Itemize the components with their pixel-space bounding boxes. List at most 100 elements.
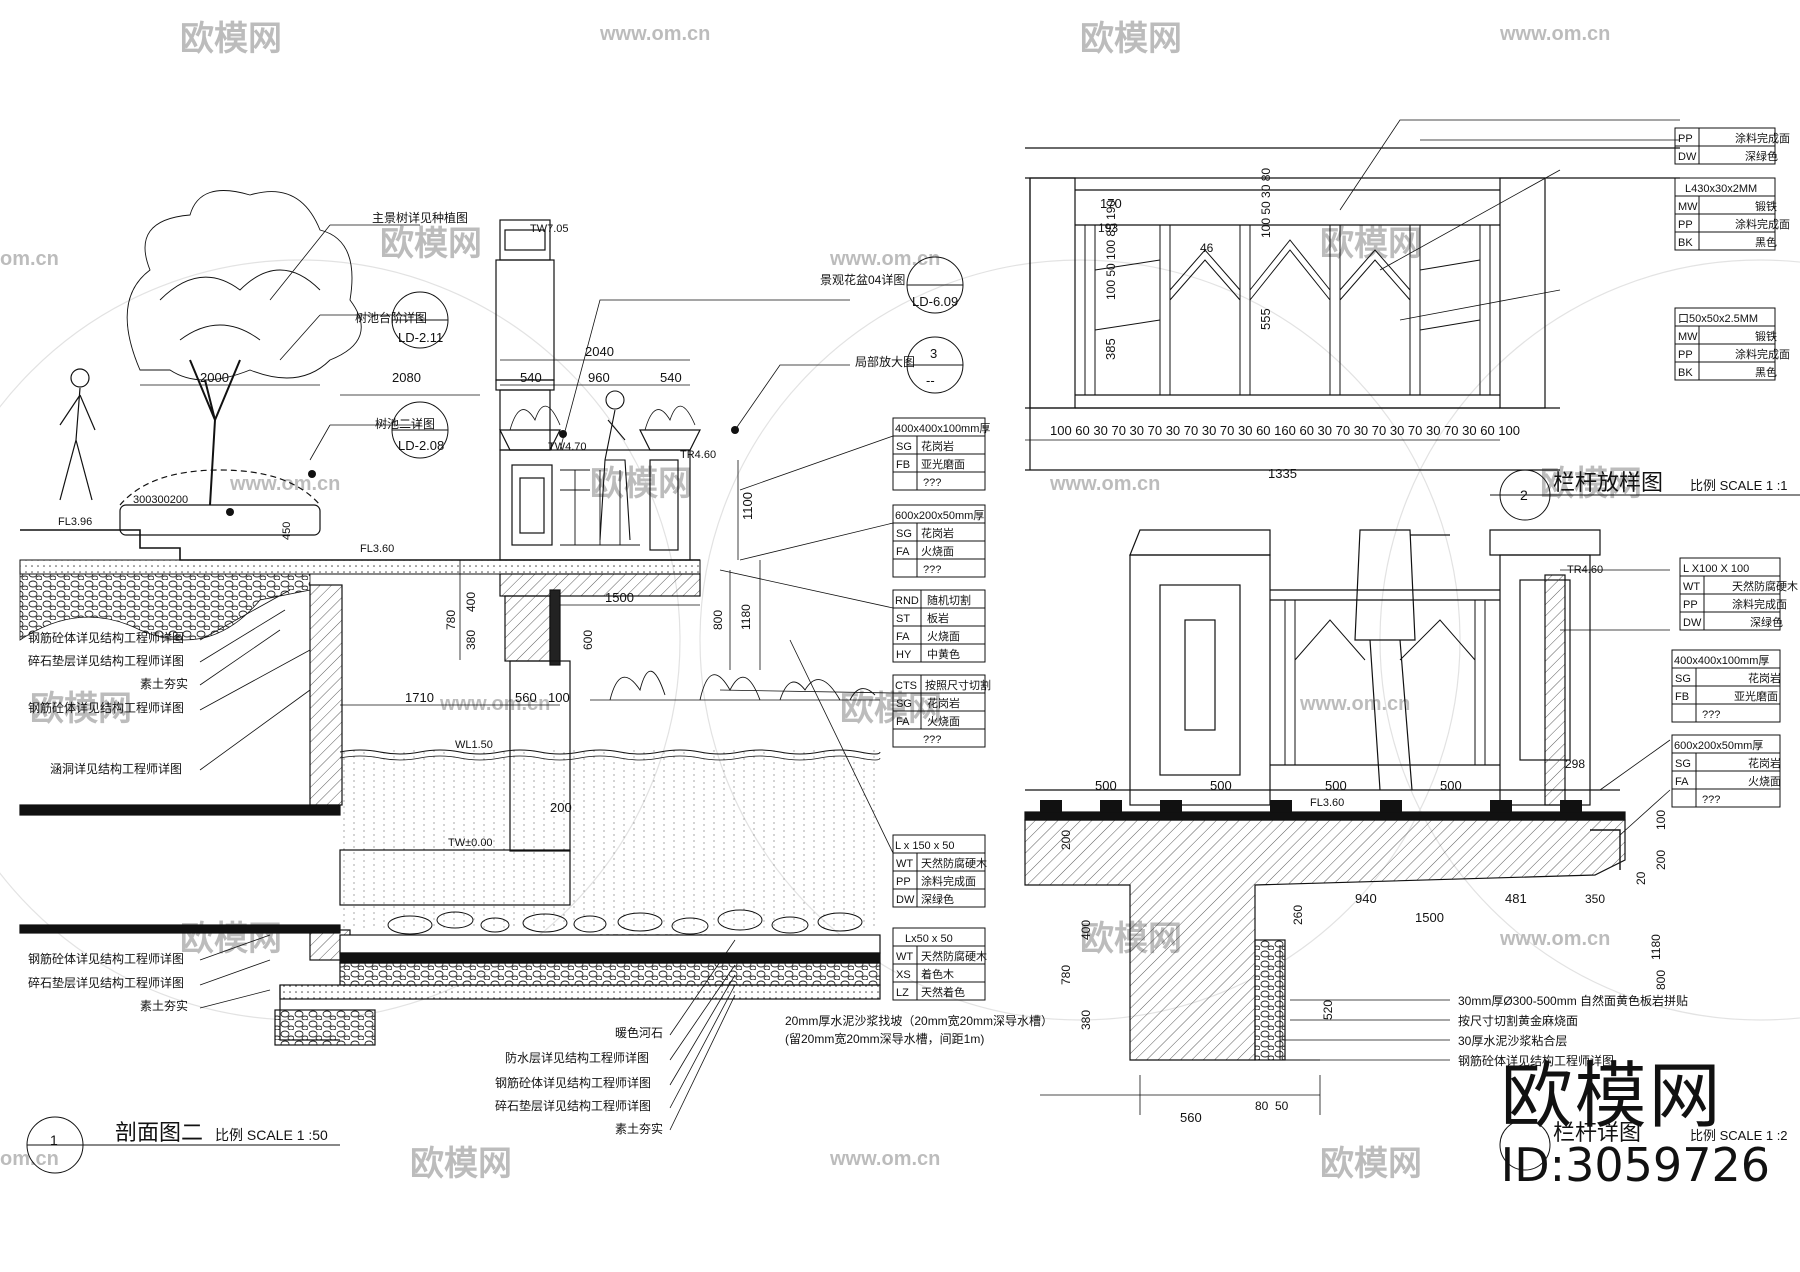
dim-1500: 1500	[605, 590, 634, 605]
railing-dim-555: 555	[1258, 308, 1273, 330]
svg-text:花岗岩: 花岗岩	[927, 696, 960, 710]
section2-title: 剖面图二	[115, 1120, 203, 1145]
svg-text:DW: DW	[896, 894, 915, 906]
ref-detail-num: 3	[930, 346, 937, 361]
railing-section	[1024, 529, 1671, 1171]
watermark-logo: 欧模网	[380, 225, 482, 263]
svg-text:ST: ST	[896, 613, 910, 625]
rs-d298: 298	[1565, 757, 1585, 771]
svg-text:锻铁: 锻铁	[1755, 329, 1777, 343]
brand-id: ID:3059726	[1500, 1138, 1770, 1192]
svg-text:板岩: 板岩	[927, 611, 949, 625]
rs-d380: 380	[1079, 1010, 1093, 1030]
rs-note-1: 30mm厚Ø300-500mm 自然面黄色板岩拼贴	[1458, 993, 1688, 1008]
label-soil4: 素土夯实	[615, 1121, 663, 1136]
ref-tree-pool: LD-2.08	[398, 438, 444, 453]
svg-text:涂料完成面: 涂料完成面	[1732, 597, 1787, 611]
rs-d100: 100	[1654, 810, 1668, 830]
label-tree-step: 树池台阶详图	[355, 310, 427, 325]
watermark-logo: 欧模网	[590, 465, 692, 503]
svg-text:XS: XS	[896, 969, 911, 981]
label-waterproof: 防水层详见结构工程师详图	[505, 1050, 649, 1065]
svg-text:中黄色: 中黄色	[927, 647, 960, 661]
dim-380: 380	[464, 630, 478, 650]
rs-d500c: 500	[1325, 778, 1347, 793]
svg-text:花岗岩: 花岗岩	[921, 439, 954, 453]
svg-text:涂料完成面: 涂料完成面	[921, 874, 976, 888]
elev-tw705: TW7.05	[530, 223, 569, 235]
dim-560: 560	[515, 690, 537, 705]
elev-fl360: FL3.60	[360, 543, 394, 555]
slope-note-1: 20mm厚水泥沙浆找坡（20mm宽20mm深导水槽）	[785, 1013, 1053, 1028]
watermark-logo: 欧模网	[1320, 1145, 1422, 1183]
dim-780: 780	[444, 610, 458, 630]
svg-text:火烧面: 火烧面	[921, 545, 954, 558]
svg-text:PP: PP	[896, 876, 911, 888]
rs-d481: 481	[1505, 891, 1527, 906]
svg-text:花岗岩: 花岗岩	[1748, 756, 1781, 770]
svg-text:L x 150 x 50: L x 150 x 50	[895, 840, 955, 852]
label-rebar2: 钢筋砼体详见结构工程师详图	[28, 700, 184, 715]
brand-logo: 欧模网	[1500, 1054, 1723, 1138]
elev-fl396: FL3.96	[58, 516, 92, 528]
svg-text:口50x50x2.5MM: 口50x50x2.5MM	[1678, 313, 1758, 325]
railing-dims-bottom: 100 60 30 70 30 70 30 70 30 70 30 60 160…	[1050, 423, 1520, 438]
svg-text:Lx50 x 50: Lx50 x 50	[905, 933, 953, 945]
rs-d200: 200	[1059, 830, 1073, 850]
section2-number: 1	[50, 1132, 58, 1148]
svg-text:BK: BK	[1678, 237, 1693, 249]
svg-text:400x400x100mm厚: 400x400x100mm厚	[1674, 654, 1769, 667]
svg-text:PP: PP	[1678, 133, 1693, 145]
svg-text:亚光磨面: 亚光磨面	[1734, 689, 1778, 703]
railing-elevation	[1025, 119, 1800, 521]
svg-text:亚光磨面: 亚光磨面	[921, 457, 965, 471]
watermark-logo: 欧模网	[180, 20, 282, 58]
svg-text:600x200x50mm厚: 600x200x50mm厚	[895, 509, 984, 522]
svg-text:DW: DW	[1678, 151, 1697, 163]
svg-text:火烧面: 火烧面	[1748, 775, 1781, 788]
railing-dim-1335: 1335	[1268, 466, 1297, 481]
svg-text:天然防腐硬木: 天然防腐硬木	[921, 949, 987, 963]
svg-text:FB: FB	[896, 459, 910, 471]
elev-wl150: WL1.50	[455, 739, 493, 751]
railing-elevation-text: 100 60 30 70 30 70 30 70 30 70 30 60 160…	[1050, 127, 1790, 503]
rs-d200b: 200	[1654, 850, 1668, 870]
watermark-url: om.cn	[0, 248, 59, 270]
dim-2000: 2000	[200, 370, 229, 385]
watermark-url: www.om.cn	[1049, 473, 1160, 495]
svg-text:着色木: 着色木	[921, 967, 954, 981]
svg-text:火烧面: 火烧面	[927, 715, 960, 728]
watermark-layer: 欧模网 欧模网 欧模网 欧模网 欧模网 欧模网 欧模网 欧模网 欧模网 欧模网 …	[0, 20, 1800, 1183]
svg-text:CTS: CTS	[895, 680, 917, 692]
section2-scale: 比例 SCALE 1 :50	[215, 1127, 328, 1143]
rs-d260: 260	[1291, 905, 1305, 925]
watermark-logo: 欧模网	[1320, 225, 1422, 263]
svg-text:FA: FA	[896, 716, 910, 728]
svg-text:涂料完成面: 涂料完成面	[1735, 131, 1790, 145]
rs-d500a: 500	[1095, 778, 1117, 793]
label-detail: 局部放大图	[855, 354, 915, 369]
dim-1100: 1100	[740, 492, 755, 520]
svg-text:HY: HY	[896, 649, 912, 661]
rs-scale: 比例 SCALE 1 :2	[1690, 1128, 1788, 1143]
label-gravel1: 碎石垫层详见结构工程师详图	[28, 653, 184, 668]
watermark-logo: 欧模网	[840, 690, 942, 728]
label-planter: 景观花盆04详图	[820, 272, 905, 287]
elev-tr460-b: TR4.60	[1567, 564, 1603, 576]
svg-text:L430x30x2MM: L430x30x2MM	[1685, 183, 1757, 195]
dim-450: 450	[281, 522, 293, 540]
label-gravel4: 碎石垫层详见结构工程师详图	[495, 1098, 651, 1113]
rs-d50: 50	[1275, 1099, 1289, 1113]
watermark-url: www.om.cn	[599, 23, 710, 45]
svg-text:FB: FB	[1675, 691, 1689, 703]
railing-number: 2	[1520, 487, 1528, 503]
svg-text:BK: BK	[1678, 367, 1693, 379]
watermark-url: www.om.cn	[829, 1148, 940, 1170]
dim-540b: 540	[660, 370, 682, 385]
